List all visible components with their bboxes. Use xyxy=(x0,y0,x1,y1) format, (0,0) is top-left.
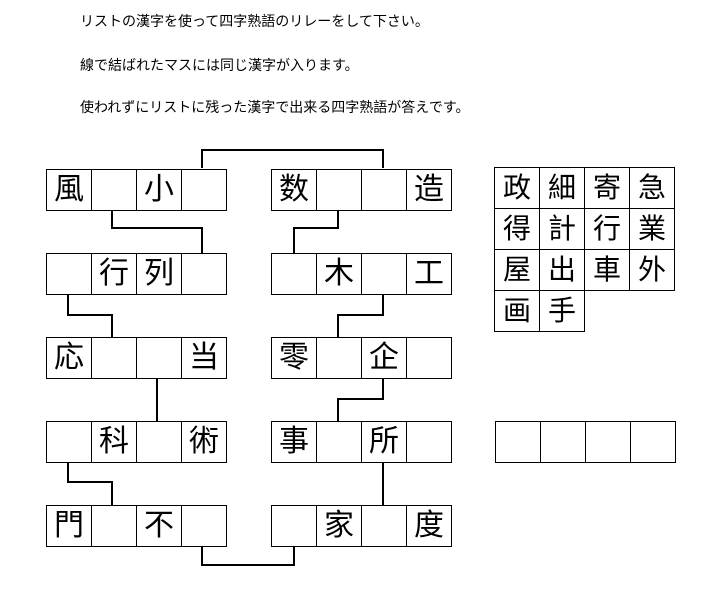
puzzle-cell[interactable]: 不 xyxy=(136,505,182,547)
puzzle-cell[interactable] xyxy=(181,505,227,547)
kanji-list-cell[interactable]: 車 xyxy=(584,249,630,291)
puzzle-cell[interactable]: 術 xyxy=(181,421,227,463)
puzzle-cell[interactable]: 列 xyxy=(136,253,182,295)
answer-box[interactable] xyxy=(495,421,541,463)
puzzle-cell[interactable]: 所 xyxy=(361,421,407,463)
connector-line xyxy=(67,463,113,505)
puzzle-cell[interactable] xyxy=(181,169,227,211)
puzzle-cell[interactable]: 応 xyxy=(46,337,92,379)
puzzle-cell[interactable] xyxy=(136,337,182,379)
connector-line xyxy=(111,211,203,253)
kanji-list-cell[interactable]: 得 xyxy=(494,208,540,250)
instruction-line-1: リストの漢字を使って四字熟語のリレーをして下さい。 xyxy=(80,14,429,30)
puzzle-cell[interactable] xyxy=(316,337,362,379)
left-row-5: 門 不 xyxy=(46,505,227,547)
puzzle-cell[interactable] xyxy=(271,505,317,547)
puzzle-cell[interactable] xyxy=(91,169,137,211)
puzzle-cell[interactable]: 行 xyxy=(91,253,137,295)
right-row-1: 数 造 xyxy=(271,169,452,211)
answer-row xyxy=(495,421,676,463)
connector-line xyxy=(201,547,295,566)
kanji-list-cell[interactable]: 業 xyxy=(629,208,675,250)
kanji-list-cell[interactable]: 行 xyxy=(584,208,630,250)
puzzle-cell[interactable] xyxy=(361,253,407,295)
puzzle-cell[interactable] xyxy=(316,421,362,463)
puzzle-cell[interactable]: 当 xyxy=(181,337,227,379)
answer-box[interactable] xyxy=(630,421,676,463)
right-row-5: 家 度 xyxy=(271,505,452,547)
puzzle-cell[interactable] xyxy=(271,253,317,295)
puzzle-cell[interactable] xyxy=(361,505,407,547)
right-row-3: 零 企 xyxy=(271,337,452,379)
left-row-3: 応 当 xyxy=(46,337,227,379)
puzzle-cell[interactable] xyxy=(316,169,362,211)
puzzle-cell[interactable]: 科 xyxy=(91,421,137,463)
puzzle-cell[interactable]: 企 xyxy=(361,337,407,379)
puzzle-cell[interactable] xyxy=(136,421,182,463)
puzzle-cell[interactable]: 工 xyxy=(406,253,452,295)
kanji-list: 政 細 寄 急 得 計 行 業 屋 出 車 外 画 手 xyxy=(494,167,677,332)
puzzle-cell[interactable]: 木 xyxy=(316,253,362,295)
kanji-list-cell[interactable]: 政 xyxy=(494,167,540,209)
right-row-4: 事 所 xyxy=(271,421,452,463)
right-row-2: 木 工 xyxy=(271,253,452,295)
kanji-list-cell[interactable]: 寄 xyxy=(584,167,630,209)
kanji-list-cell[interactable]: 手 xyxy=(539,290,585,332)
answer-box[interactable] xyxy=(585,421,631,463)
puzzle-cell[interactable]: 造 xyxy=(406,169,452,211)
puzzle-cell[interactable]: 家 xyxy=(316,505,362,547)
kanji-list-cell[interactable]: 画 xyxy=(494,290,540,332)
left-row-2: 行 列 xyxy=(46,253,227,295)
left-row-4: 科 術 xyxy=(46,421,227,463)
puzzle-cell[interactable] xyxy=(406,421,452,463)
puzzle-cell[interactable] xyxy=(361,169,407,211)
kanji-list-cell[interactable]: 計 xyxy=(539,208,585,250)
left-row-1: 風 小 xyxy=(46,169,227,211)
connector-line xyxy=(201,149,384,168)
puzzle-cell[interactable]: 度 xyxy=(406,505,452,547)
puzzle-cell[interactable] xyxy=(406,337,452,379)
connector-line xyxy=(67,295,113,337)
puzzle-cell[interactable] xyxy=(181,253,227,295)
kanji-list-cell[interactable]: 急 xyxy=(629,167,675,209)
connector-line xyxy=(337,379,384,421)
puzzle-cell[interactable] xyxy=(46,253,92,295)
kanji-list-cell[interactable]: 屋 xyxy=(494,249,540,291)
instruction-line-3: 使われずにリストに残った漢字で出来る四字熟語が答えです。 xyxy=(80,100,470,116)
kanji-list-cell[interactable]: 外 xyxy=(629,249,675,291)
puzzle-cell[interactable]: 零 xyxy=(271,337,317,379)
kanji-list-cell[interactable]: 出 xyxy=(539,249,585,291)
puzzle-cell[interactable]: 門 xyxy=(46,505,92,547)
puzzle-cell[interactable]: 風 xyxy=(46,169,92,211)
instruction-line-2: 線で結ばれたマスには同じ漢字が入ります。 xyxy=(80,58,359,74)
puzzle-cell[interactable] xyxy=(91,337,137,379)
puzzle-cell[interactable]: 事 xyxy=(271,421,317,463)
connector-line xyxy=(293,211,339,253)
puzzle-cell[interactable]: 小 xyxy=(136,169,182,211)
connector-line xyxy=(337,295,384,337)
answer-box[interactable] xyxy=(540,421,586,463)
puzzle-cell[interactable]: 数 xyxy=(271,169,317,211)
puzzle-cell[interactable] xyxy=(46,421,92,463)
puzzle-cell[interactable] xyxy=(91,505,137,547)
kanji-list-cell[interactable]: 細 xyxy=(539,167,585,209)
